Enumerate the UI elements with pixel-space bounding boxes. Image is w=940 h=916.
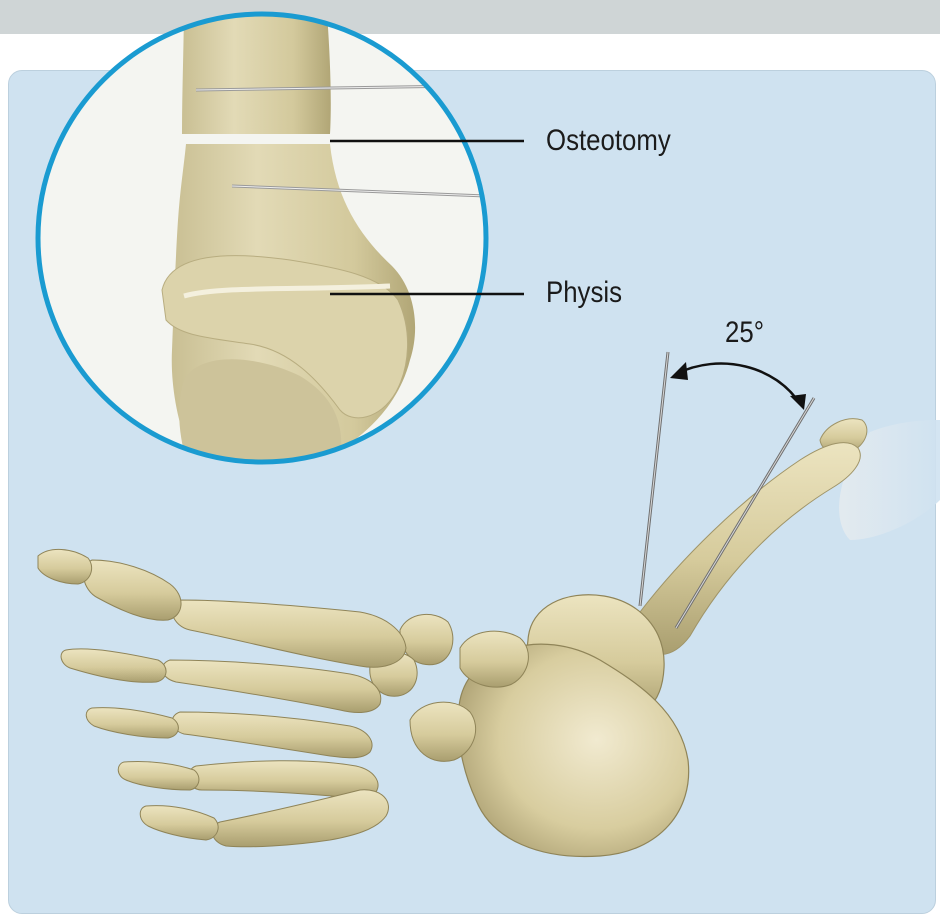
foot-skeleton-icon xyxy=(38,419,940,857)
angle-label: 25° xyxy=(725,316,764,350)
physis-label: Physis xyxy=(546,276,622,310)
osteotomy-label: Osteotomy xyxy=(546,124,671,158)
magnified-distal-tibia-icon xyxy=(38,0,486,470)
curved-double-arrow-icon xyxy=(670,362,806,410)
